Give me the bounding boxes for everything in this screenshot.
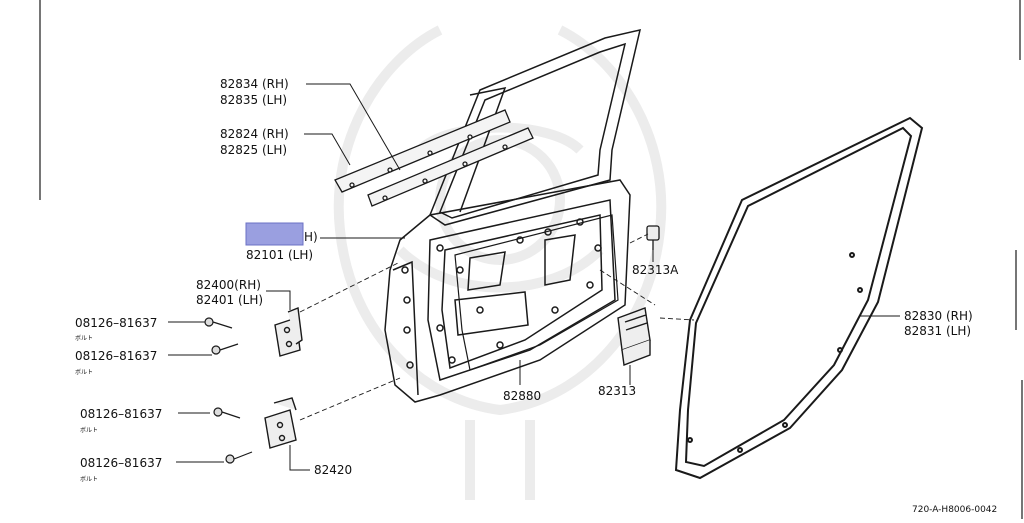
hole-cover-82880 bbox=[454, 214, 619, 371]
label-bolt-2: 08126–81637 bbox=[75, 349, 157, 363]
label-82401-lh: 82401 (LH) bbox=[196, 293, 263, 307]
label-82101-rh-suffix: H) bbox=[304, 230, 318, 244]
label-82835-lh: 82835 (LH) bbox=[220, 93, 287, 107]
label-82831-lh: 82831 (LH) bbox=[904, 324, 971, 338]
label-82313: 82313 bbox=[598, 384, 636, 398]
leader-lines bbox=[168, 83, 900, 471]
label-82834-rh: 82834 (RH) bbox=[220, 77, 289, 91]
label-82101-lh: 82101 (LH) bbox=[246, 248, 313, 262]
label-82313a: 82313A bbox=[632, 263, 679, 277]
door-check-82313 bbox=[617, 307, 651, 366]
highlight-box[interactable] bbox=[245, 222, 304, 246]
label-82830-rh: 82830 (RH) bbox=[904, 309, 973, 323]
label-82824-rh: 82824 (RH) bbox=[220, 127, 289, 141]
label-bolt-1-jp: ボルト bbox=[75, 334, 93, 342]
lower-hinge-82420 bbox=[264, 397, 297, 449]
upper-hinge-82400 bbox=[274, 307, 303, 357]
label-82880: 82880 bbox=[503, 389, 541, 403]
label-bolt-4-jp: ボルト bbox=[80, 475, 98, 483]
door-panel bbox=[384, 179, 631, 403]
bolts bbox=[204, 317, 253, 464]
label-bolt-3: 08126–81637 bbox=[80, 407, 162, 421]
diagram-code: 720-A-H8006-0042 bbox=[912, 505, 997, 515]
label-bolt-1: 08126–81637 bbox=[75, 316, 157, 330]
door-weatherstrip-82830 bbox=[674, 116, 924, 480]
label-82825-lh: 82825 (LH) bbox=[220, 143, 287, 157]
label-bolt-4: 08126–81637 bbox=[80, 456, 162, 470]
label-bolt-2-jp: ボルト bbox=[75, 368, 93, 376]
assembly-lines bbox=[299, 233, 695, 421]
clip-82313a bbox=[646, 225, 660, 250]
label-bolt-3-jp: ボルト bbox=[80, 426, 98, 434]
window-frame bbox=[429, 29, 642, 226]
weatherstrip-82834 bbox=[334, 109, 534, 207]
frame bbox=[39, 0, 1023, 519]
label-82400-rh: 82400(RH) bbox=[196, 278, 261, 292]
label-82420: 82420 bbox=[314, 463, 352, 477]
